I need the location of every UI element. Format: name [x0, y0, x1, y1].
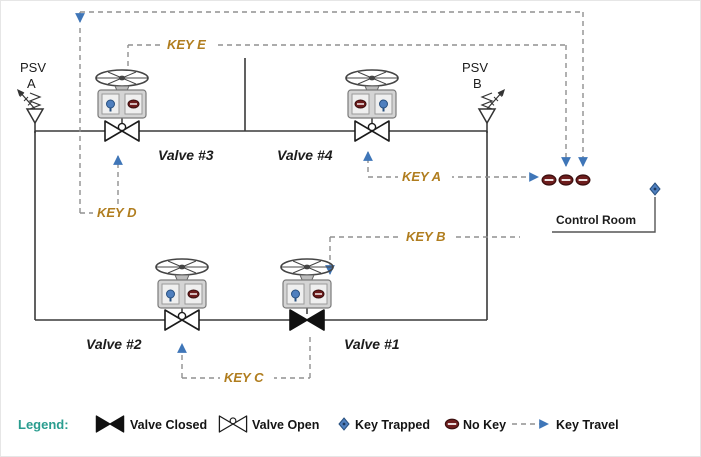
legend-key-trapped: Key Trapped	[355, 418, 430, 432]
control-room-bracket	[552, 197, 656, 233]
no-key-icon	[312, 289, 325, 299]
open-valve-icon	[354, 120, 390, 142]
legend-valve-open: Valve Open	[252, 418, 319, 432]
no-key-icon	[575, 174, 591, 186]
process-piping	[34, 58, 488, 321]
no-key-icon	[354, 99, 367, 109]
key-travel-routes	[75, 11, 588, 379]
legend: Legend: Valve Closed Valve Open Key Trap…	[18, 415, 619, 433]
psv-b-icon	[478, 88, 506, 134]
no-key-icon	[558, 174, 574, 186]
legend-key-travel: Key Travel	[556, 418, 619, 432]
psv-b-label-line1: PSV	[462, 60, 488, 75]
open-valve-icon	[218, 415, 248, 433]
psv-b-label-line2: B	[473, 76, 482, 91]
valve4-label: Valve #4	[277, 147, 333, 163]
no-key-icon	[187, 289, 200, 299]
valve-stems	[121, 118, 373, 314]
open-valve-icon	[104, 120, 140, 142]
psv-a-icon	[16, 88, 44, 134]
valve2-label: Valve #2	[86, 336, 142, 352]
open-valve-icon	[164, 309, 200, 331]
key-d-label: KEY D	[97, 205, 137, 220]
key-b-label: KEY B	[406, 229, 446, 244]
valve1-label: Valve #1	[344, 336, 400, 352]
key-trapped-icon	[338, 417, 350, 431]
no-key-icon	[444, 418, 460, 430]
no-key-icon	[541, 174, 557, 186]
key-c-label: KEY C	[224, 370, 264, 385]
key-trapped-icon	[649, 182, 661, 196]
no-key-icon	[127, 99, 140, 109]
handwheel-icon	[280, 258, 334, 283]
key-label-backgrounds	[93, 36, 456, 386]
handwheel-icon	[155, 258, 209, 283]
closed-valve-icon	[95, 415, 125, 433]
key-e-label: KEY E	[167, 37, 206, 52]
key-a-label: KEY A	[402, 169, 441, 184]
legend-title: Legend:	[18, 417, 69, 432]
psv-a-label-line1: PSV	[20, 60, 46, 75]
control-room-label: Control Room	[556, 213, 636, 227]
legend-no-key: No Key	[463, 418, 506, 432]
diagram-labels: PSV A PSV B Valve #3 Valve #4 Valve #2 V…	[20, 37, 636, 385]
valve3-label: Valve #3	[158, 147, 214, 163]
control-room-rack	[541, 174, 661, 196]
legend-valve-closed: Valve Closed	[130, 418, 207, 432]
psv-a-label-line2: A	[27, 76, 36, 91]
